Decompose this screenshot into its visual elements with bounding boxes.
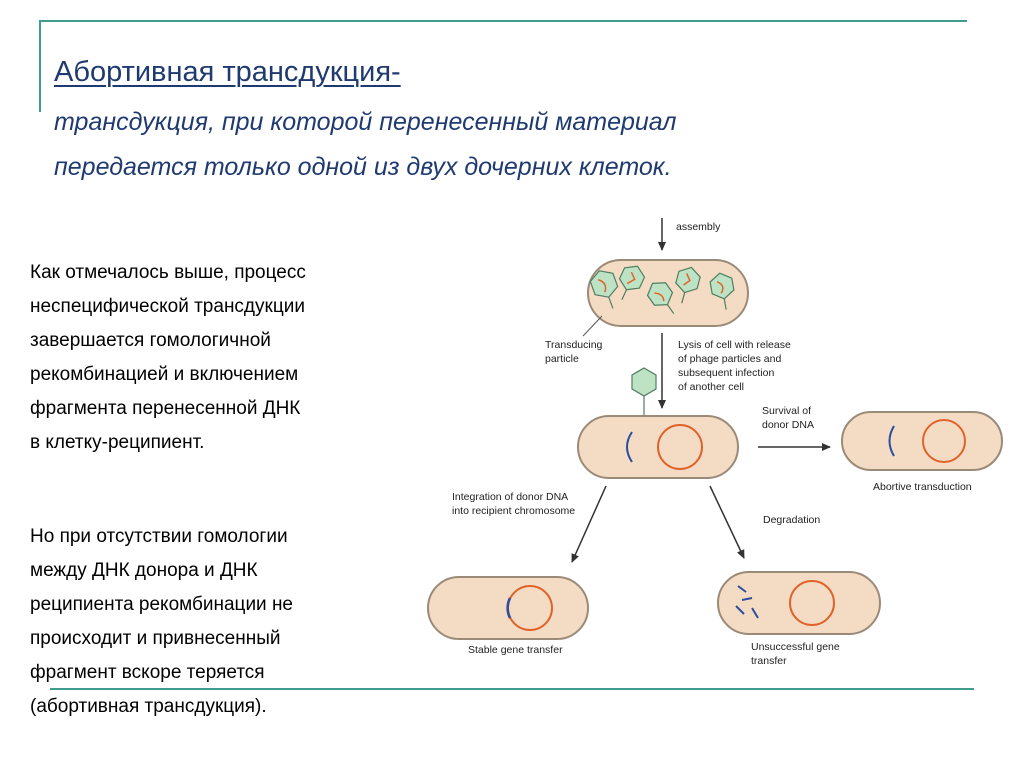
survival-label: Survival of donor DNA [762,405,814,431]
unsuccessful-transfer-label: Unsuccessful gene transfer [751,641,843,667]
slide-title-block: Абортивная трансдукция- трансдукция, при… [54,58,994,190]
degradation-label: Degradation [763,514,820,526]
frame-top-line [39,20,967,22]
transducing-particle-label: Transducing particle [545,339,605,365]
slide-subtitle-line-1: трансдукция, при которой перенесенный ма… [54,108,677,136]
frame-left-line [39,20,41,112]
transducing-particle-pointer [583,316,602,336]
integration-arrow [572,486,606,562]
slide-subtitle: трансдукция, при которой перенесенный ма… [54,100,994,190]
degradation-arrow [710,486,744,558]
integration-label: Integration of donor DNA into recipient … [452,491,575,517]
transducing-phage-icon [632,368,656,418]
stable-gene-transfer-label: Stable gene transfer [468,644,563,656]
slide-subtitle-line-2: передается только одной из двух дочерних… [54,153,672,181]
abortive-transduction-diagram: assembly Transducing [420,212,1010,682]
lysis-label: Lysis of cell with release of phage part… [678,339,794,393]
paragraph-homologous-recombination: Как отмечалось выше, процесс неспецифиче… [30,256,425,460]
slide-title: Абортивная трансдукция- [54,58,401,87]
unsuccessful-transfer-cell [718,572,880,634]
body-text: Как отмечалось выше, процесс неспецифиче… [30,222,425,758]
abortive-transduction-label: Abortive transduction [873,481,972,493]
assembly-label: assembly [676,221,721,233]
paragraph-abortive-transduction: Но при отсутствии гомологии между ДНК до… [30,520,425,724]
